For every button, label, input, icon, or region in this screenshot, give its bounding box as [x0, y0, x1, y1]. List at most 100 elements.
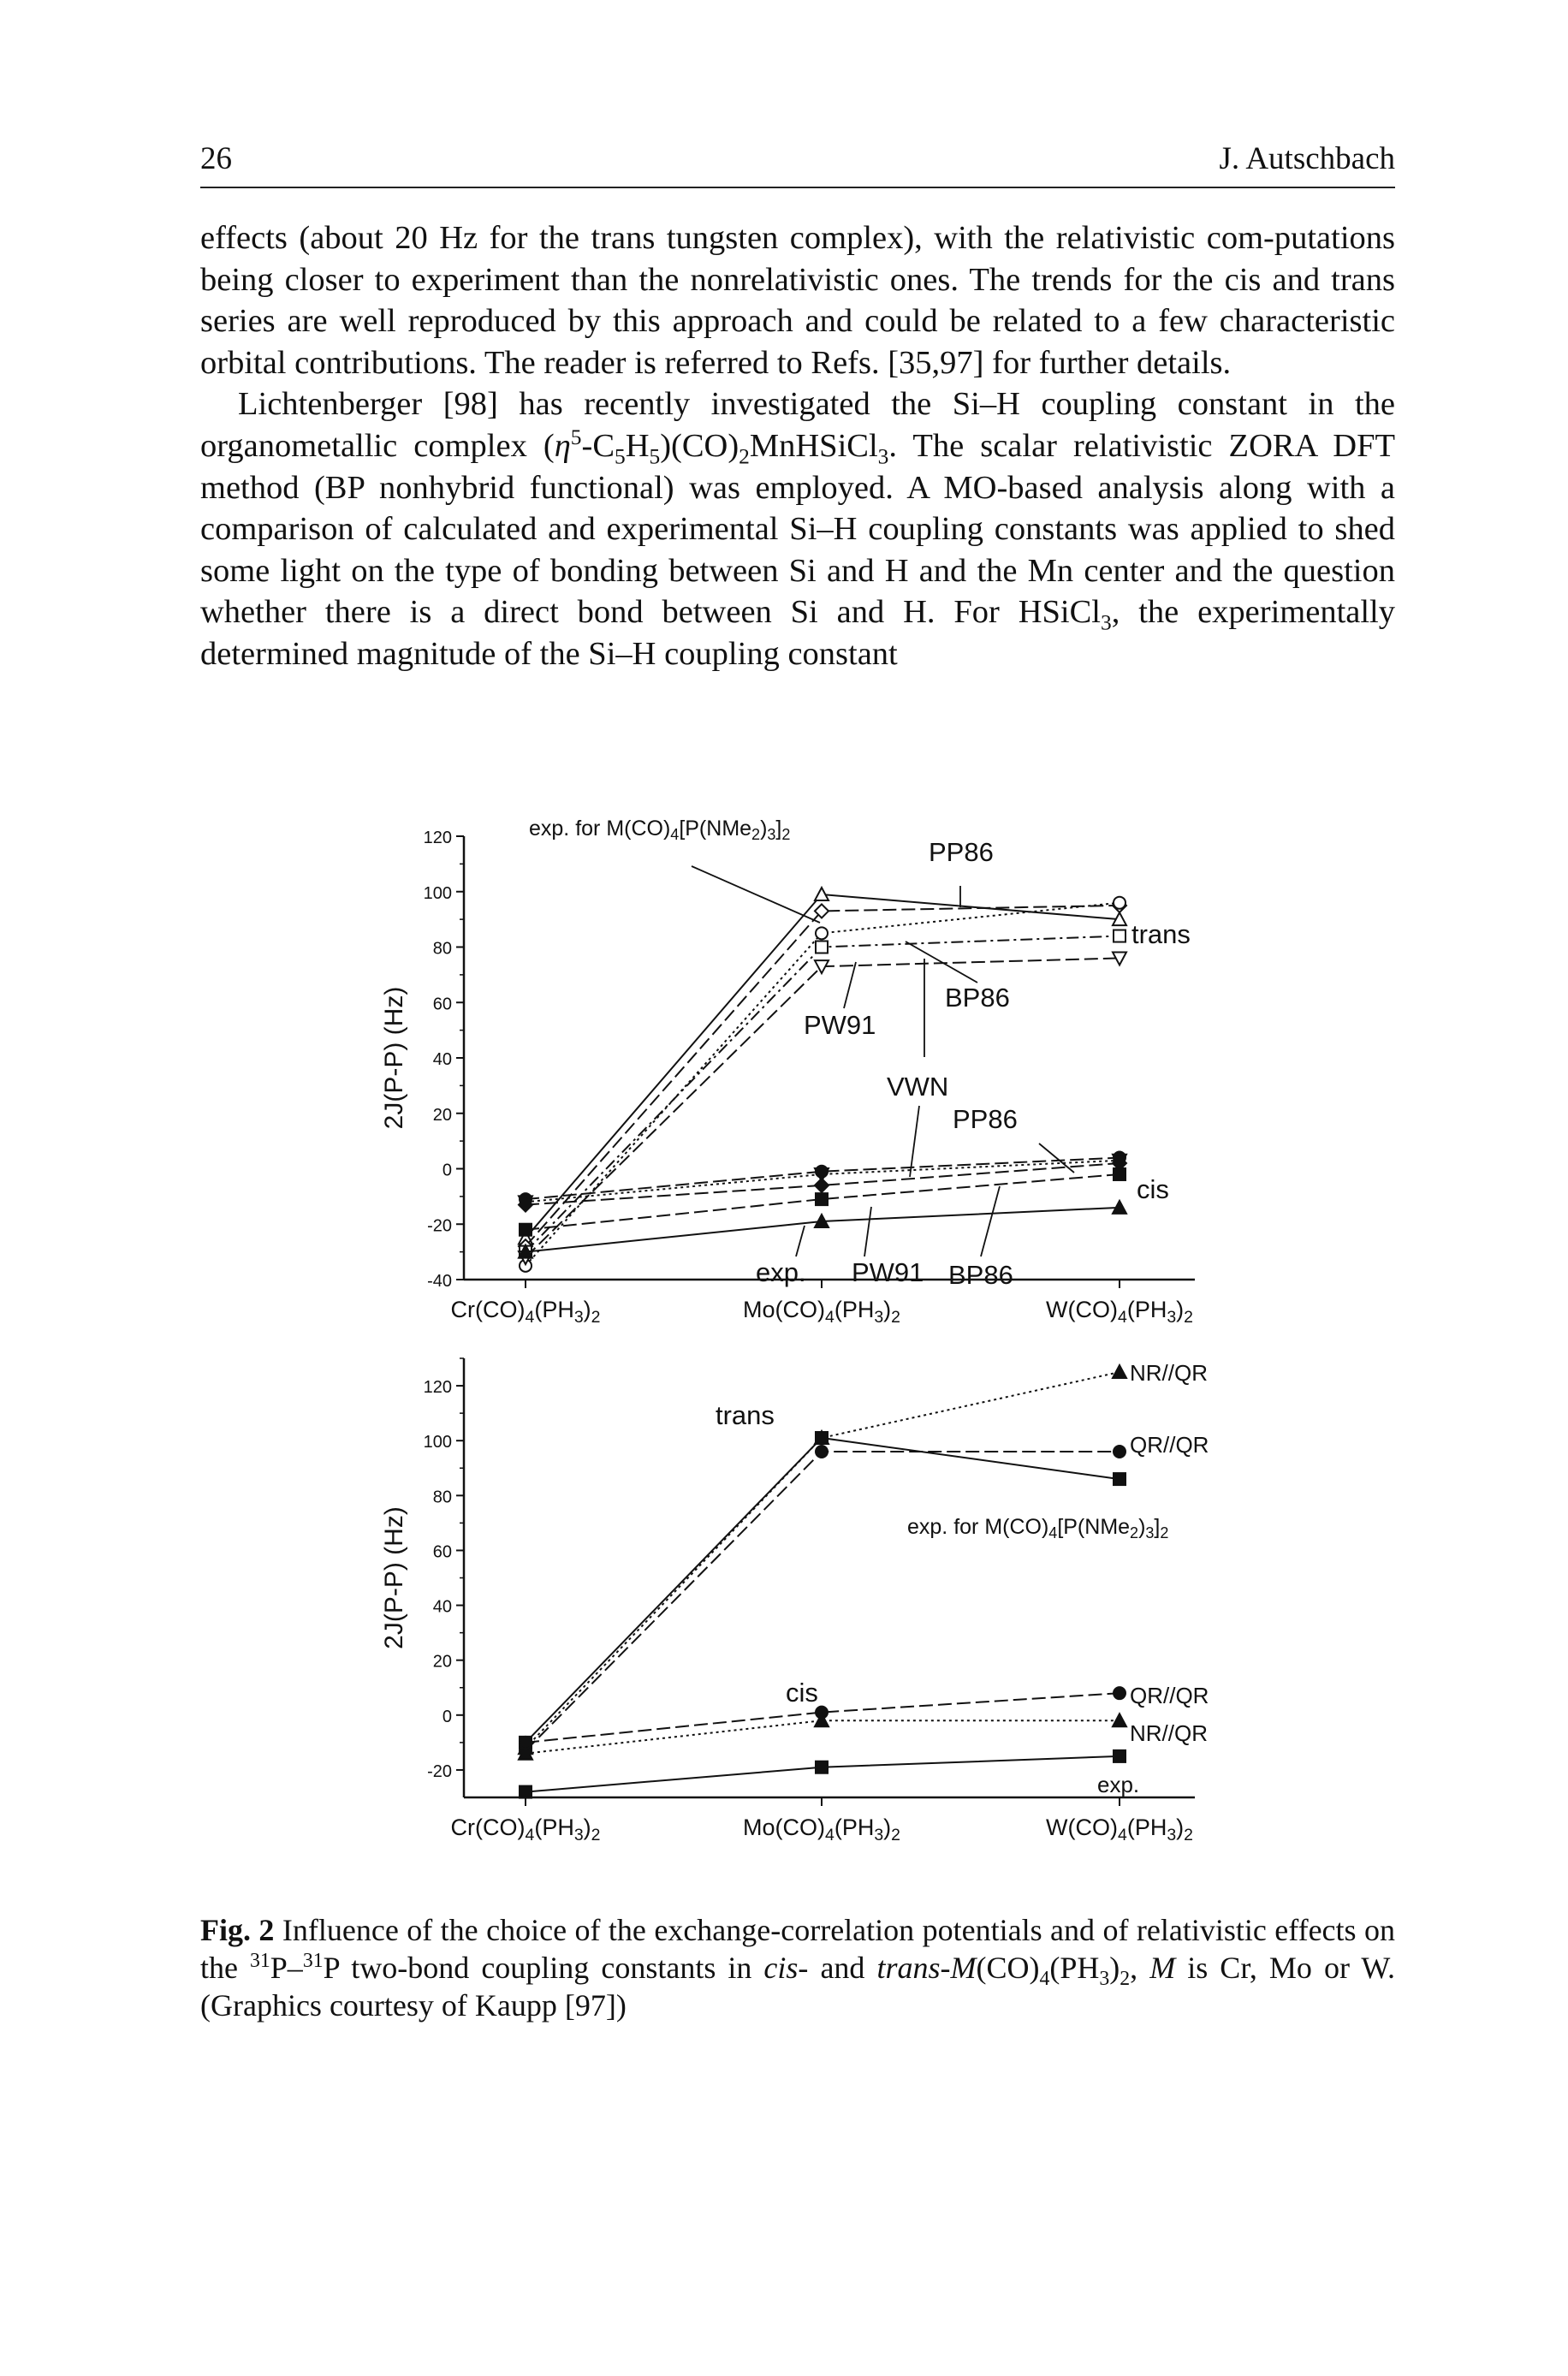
page-number: 26	[200, 141, 232, 176]
data-point-trans-1-3	[1111, 1363, 1128, 1380]
data-point-cis-4-2	[815, 1705, 829, 1720]
annotation-pw91-mid: PW91	[804, 1010, 876, 1040]
data-point-cis-8-1	[517, 1197, 534, 1214]
annotation-trans-2: trans	[716, 1400, 775, 1430]
leader-pw91-mid	[843, 961, 857, 1009]
data-point-cis-9-3	[1113, 1167, 1126, 1181]
annotation-pw91-bottom: PW91	[852, 1257, 924, 1287]
data-point-trans-2-2	[815, 1445, 829, 1459]
series-line-cis-6	[525, 1156, 1120, 1201]
y-tick-label: -40	[427, 1272, 452, 1291]
series-line-trans-1	[525, 893, 1120, 1239]
annotation-bp86-bottom: BP86	[948, 1260, 1013, 1290]
series-line-cis-9	[525, 1173, 1120, 1231]
y-tick-label: 100	[424, 884, 452, 903]
data-point-trans-2-2	[813, 902, 830, 919]
data-point-cis-7-3	[1111, 1153, 1128, 1169]
data-point-cis-6-2	[815, 1164, 829, 1179]
leader-bp86-mid	[905, 941, 978, 983]
data-point-trans-3-3	[1113, 895, 1126, 910]
running-author: J. Autschbach	[1219, 141, 1395, 176]
leader-pw91-bottom	[864, 1206, 872, 1257]
series-line-cis-5	[525, 1720, 1120, 1755]
annotation-trans-qr: QR//QR	[1130, 1432, 1209, 1458]
series-line-cis-8	[525, 1162, 1120, 1206]
data-point-trans-1-3	[1111, 911, 1128, 927]
series-line-trans-3	[525, 901, 1120, 1267]
annotation-cis-qr: QR//QR	[1130, 1683, 1209, 1708]
data-point-trans-3-3	[1113, 1472, 1126, 1487]
x-tick-label: Cr(CO)4(PH3)2	[451, 1297, 601, 1327]
data-point-trans-2-1	[517, 1238, 534, 1255]
series-line-trans-2	[525, 904, 1120, 1247]
x-tick-label: W(CO)4(PH3)2	[1046, 1297, 1193, 1327]
data-point-trans-5-1	[517, 1250, 534, 1267]
x-tick-label: Cr(CO)4(PH3)2	[451, 1815, 601, 1844]
annotation-trans-nr: NR//QR	[1130, 1360, 1208, 1386]
series-line-trans-3	[525, 1436, 1120, 1743]
data-point-trans-2-1	[519, 1743, 532, 1758]
data-point-cis-10-1	[517, 1243, 534, 1259]
data-point-cis-5-1	[517, 1744, 534, 1761]
data-point-trans-1-1	[517, 1229, 534, 1245]
annotation-pp86-top: PP86	[929, 837, 994, 867]
y-tick-label: -20	[427, 1762, 452, 1781]
data-point-trans-3-1	[519, 1258, 532, 1273]
y-tick-label: 40	[433, 1598, 452, 1617]
x-tick-label: W(CO)4(PH3)2	[1046, 1815, 1193, 1844]
paragraph-2: Lichtenberger [98] has recently investig…	[200, 386, 1395, 672]
leader-vwn-down	[909, 1105, 920, 1178]
body-text: effects (about 20 Hz for the trans tungs…	[200, 217, 1395, 675]
data-point-cis-6-1	[519, 1785, 532, 1799]
data-point-cis-4-1	[519, 1735, 532, 1749]
data-point-cis-6-3	[1113, 1749, 1126, 1763]
data-point-cis-8-2	[813, 1177, 830, 1194]
series-line-trans-4	[525, 935, 1120, 1253]
y-tick-label: 20	[433, 1653, 452, 1672]
annotation-cis: cis	[1137, 1174, 1169, 1204]
annotation-cis-exp: exp.	[1097, 1772, 1139, 1797]
data-point-trans-3-1	[519, 1735, 532, 1749]
series-line-cis-4	[525, 1692, 1120, 1743]
data-point-cis-10-3	[1111, 1198, 1128, 1215]
y-tick-label: 100	[424, 1433, 452, 1452]
data-point-trans-5-2	[813, 959, 830, 976]
data-point-trans-3-2	[815, 926, 829, 941]
annotation-exp-top: exp. for M(CO)4[P(NMe2)3]2	[529, 817, 790, 843]
y-tick-label: 80	[433, 940, 452, 959]
data-point-trans-4-2	[815, 940, 829, 954]
data-point-trans-1-2	[813, 1429, 830, 1445]
data-point-trans-1-1	[517, 1739, 534, 1755]
y-tick-label: 120	[424, 829, 452, 847]
y-axis-label: 2J(P-P) (Hz)	[380, 1506, 408, 1649]
data-point-cis-10-2	[813, 1212, 830, 1229]
data-point-trans-2-3	[1113, 1445, 1126, 1459]
data-point-cis-5-3	[1111, 1712, 1128, 1728]
data-point-trans-1-2	[813, 885, 830, 901]
annotation-bp86-mid: BP86	[945, 983, 1010, 1013]
data-point-cis-7-2	[813, 1167, 830, 1184]
y-tick-label: 0	[442, 1161, 452, 1180]
x-tick-label: Mo(CO)4(PH3)2	[743, 1815, 900, 1844]
data-point-cis-8-3	[1111, 1155, 1128, 1172]
annotation-pp86-low: PP86	[953, 1104, 1018, 1134]
series-line-cis-6	[525, 1755, 1120, 1793]
header-rule	[200, 187, 1395, 188]
x-tick-label: Mo(CO)4(PH3)2	[743, 1297, 900, 1327]
data-point-cis-7-1	[517, 1195, 534, 1211]
figure-label: Fig. 2	[200, 1913, 275, 1947]
data-point-trans-4-1	[519, 1244, 532, 1259]
annotation-cis-nr: NR//QR	[1130, 1720, 1208, 1746]
y-tick-label: 20	[433, 1106, 452, 1125]
data-point-cis-6-2	[815, 1760, 829, 1774]
y-tick-label: 60	[433, 1542, 452, 1561]
y-tick-label: 0	[442, 1708, 452, 1726]
leader-pp86-low	[1038, 1143, 1075, 1173]
data-point-cis-9-2	[815, 1192, 829, 1207]
data-point-trans-4-3	[1113, 929, 1126, 943]
y-tick-label: 60	[433, 995, 452, 1013]
y-tick-label: 120	[424, 1378, 452, 1397]
annotation-trans: trans	[1131, 919, 1191, 949]
